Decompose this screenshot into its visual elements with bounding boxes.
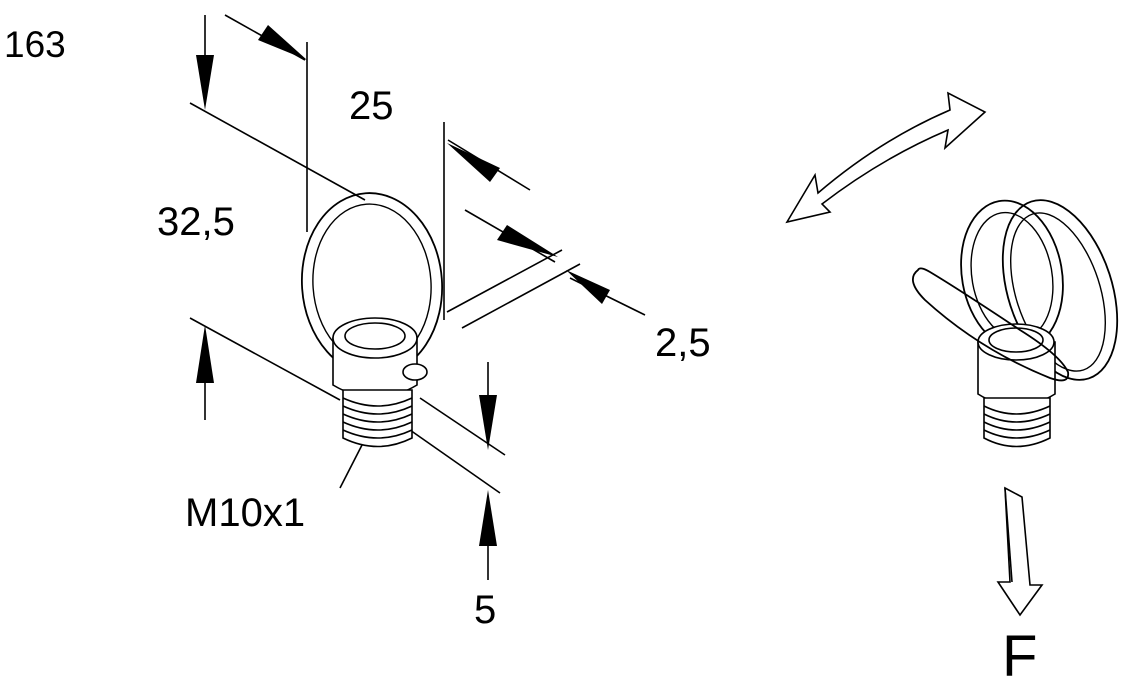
- dim-arrow-width-left: [258, 25, 307, 60]
- force-label: F: [1002, 624, 1038, 689]
- eye-screw-dimensioned: [189, 14, 646, 580]
- thread-spec-label: M10x1: [185, 491, 306, 535]
- dim-arrow-width-right: [447, 143, 500, 182]
- dim-arrow-height-bottom: [196, 325, 214, 383]
- dim-arrow-wire-bottom: [566, 270, 610, 304]
- dimension-thread-length-label: 5: [474, 588, 497, 632]
- swivel-arrow: [785, 91, 987, 224]
- dim-arrow-thread-bottom: [479, 490, 497, 546]
- eye-screw-folded: [911, 199, 1119, 448]
- figure-number: 163: [4, 24, 66, 65]
- dim-arrow-thread-top: [479, 395, 497, 450]
- dimension-wire-label: 2,5: [655, 321, 711, 365]
- dimension-width-label: 25: [349, 84, 394, 128]
- dim-arrow-wire-top: [497, 225, 558, 257]
- dim-arrow-height-top: [196, 55, 214, 110]
- dimension-height-label: 32,5: [157, 200, 235, 244]
- force-arrow: [996, 486, 1044, 617]
